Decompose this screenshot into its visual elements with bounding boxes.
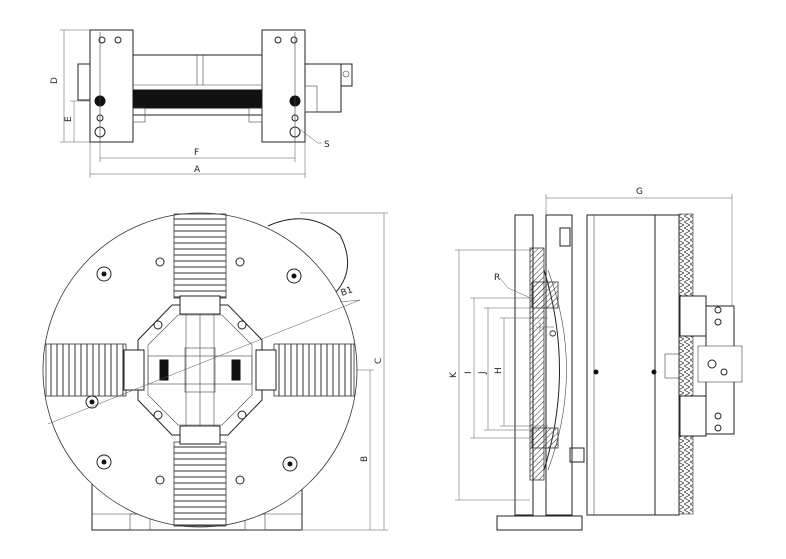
dimension-labels: D E F A S B1 C B G R K I J H O [50,77,643,462]
label-A: A [194,165,201,175]
label-B: B [360,456,370,462]
front-view [42,212,388,531]
label-G: G [636,187,643,197]
label-E: E [64,116,74,122]
label-J: J [478,371,488,375]
bellows-right [273,343,355,397]
label-R: R [494,273,500,283]
label-S: S [324,140,330,150]
label-O: O [549,330,559,337]
label-C: C [374,358,384,364]
label-F: F [194,148,199,158]
lead-screw [132,89,262,109]
label-K: K [449,371,459,378]
label-D: D [50,77,60,84]
label-I: I [464,371,474,374]
side-view [455,194,743,531]
bellows-top [173,213,227,299]
bellows-bottom [173,441,227,527]
top-view [60,29,353,178]
label-B1: B1 [340,285,355,298]
bellows-left [45,343,127,397]
label-H: H [494,367,504,374]
